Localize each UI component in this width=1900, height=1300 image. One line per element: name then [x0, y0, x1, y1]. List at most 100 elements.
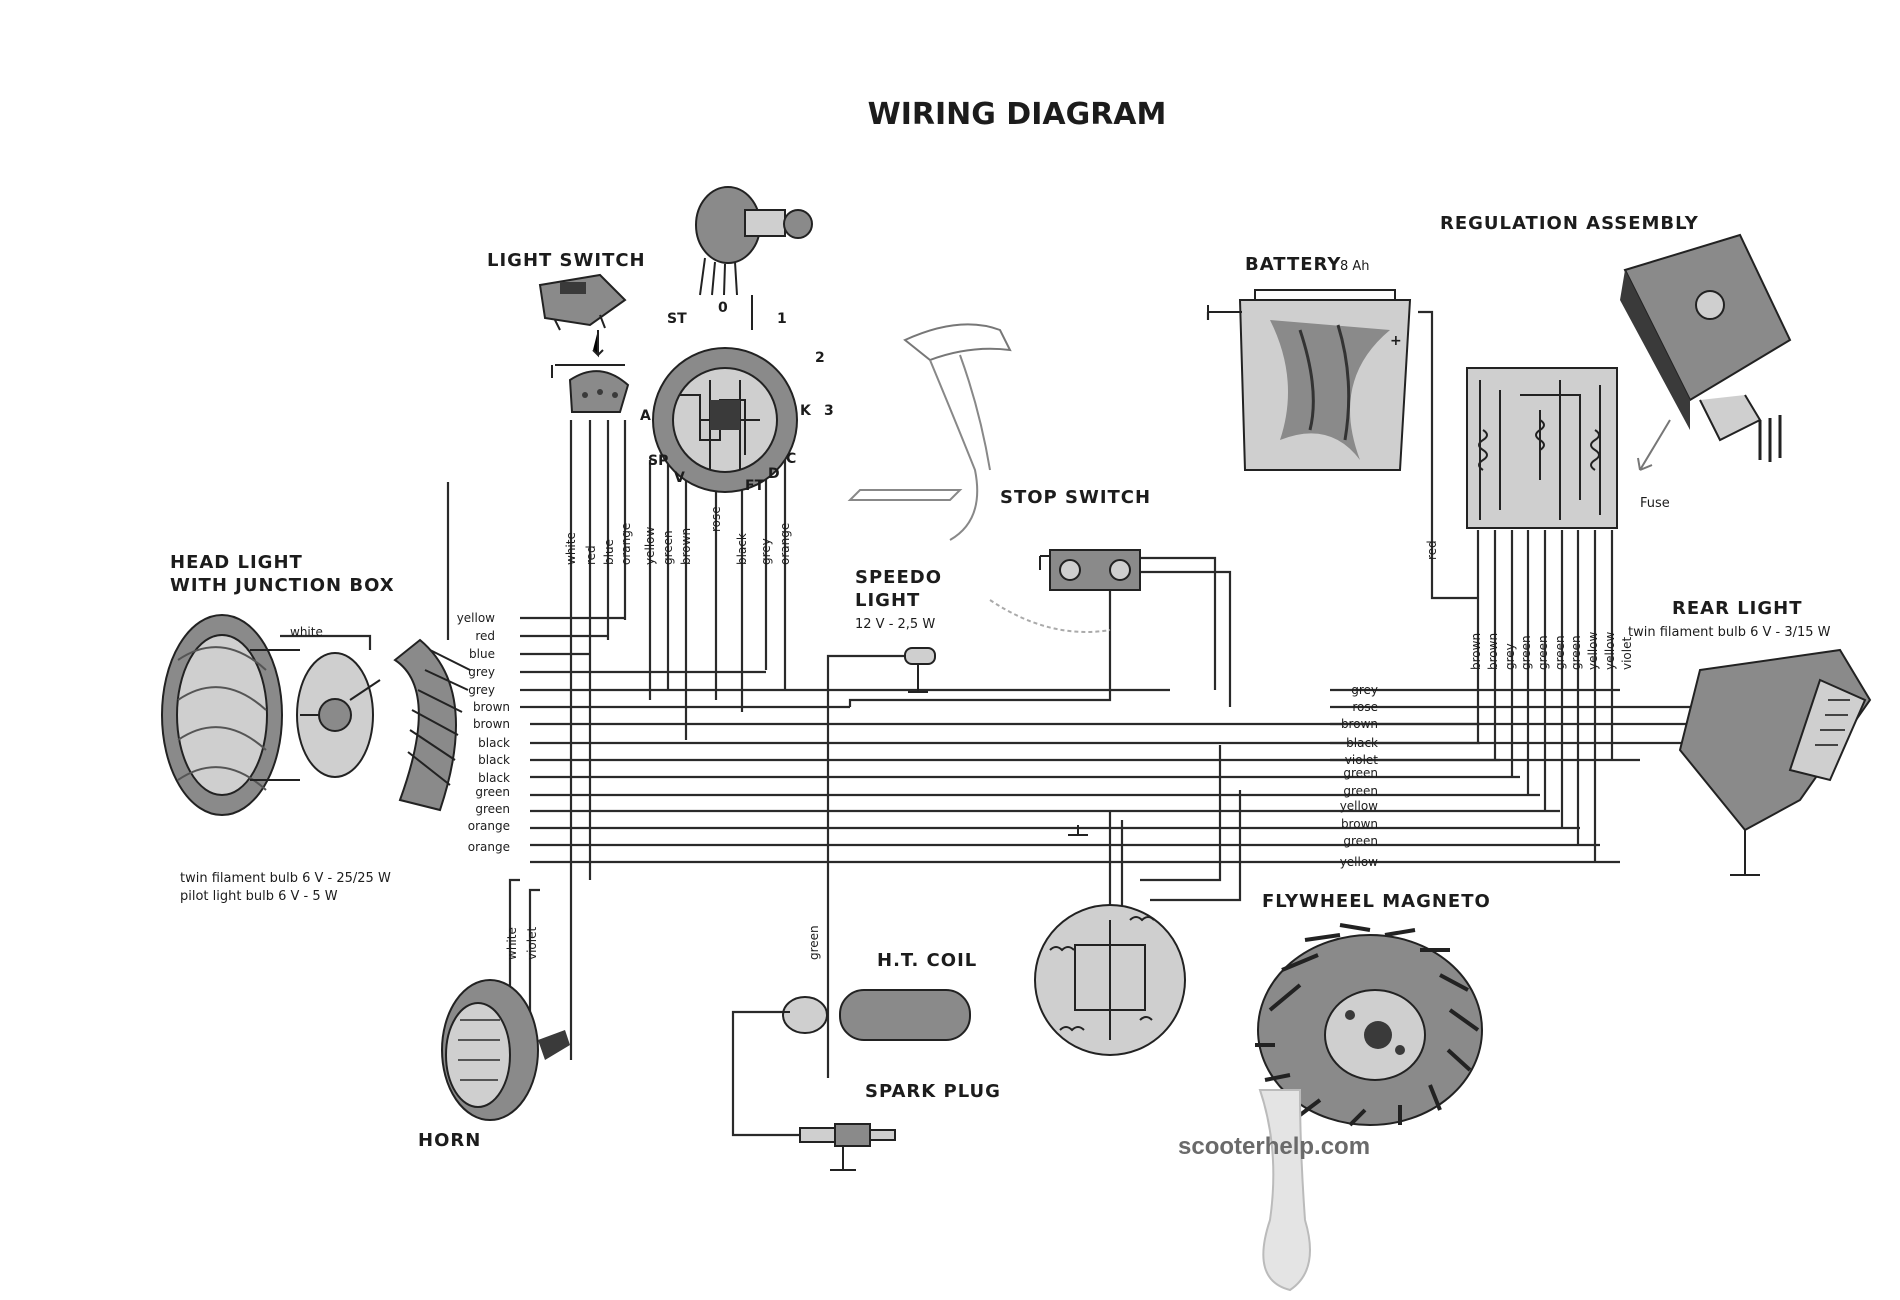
horn-name: HORN [418, 1130, 481, 1151]
wire-label: green [1569, 635, 1583, 670]
wire-label: brown [1341, 817, 1378, 831]
light-switch-wire-labels: white red blue orange [564, 523, 633, 565]
wire-label: brown [473, 717, 510, 731]
position-label: 0 [718, 300, 728, 316]
wire-label: green [475, 802, 510, 816]
ignition-switch-wire-labels: yellow green brown rose black grey orang… [643, 506, 792, 565]
wire-label: white [505, 927, 519, 960]
wire-label: brown [473, 700, 510, 714]
ignition-switch [652, 186, 813, 493]
wire-label: black [478, 771, 510, 785]
position-label: SP [648, 453, 668, 469]
wire-label: brown [679, 528, 693, 565]
battery-name: BATTERY [1245, 254, 1341, 275]
stop-switch-name: STOP SWITCH [1000, 487, 1151, 508]
wire-label: yellow [1340, 799, 1378, 813]
wire-label: red [475, 629, 495, 643]
rear-light [1678, 648, 1872, 876]
wire-label: black [735, 533, 749, 565]
wire-label: violet [1620, 637, 1634, 670]
spark-plug-name: SPARK PLUG [865, 1081, 1001, 1102]
wire-label: green [1553, 635, 1567, 670]
light-switch-name: LIGHT SWITCH [487, 250, 646, 271]
battery-plus-terminal: + [1390, 333, 1402, 349]
spark-plug [799, 1123, 896, 1171]
wire-label: grey [468, 683, 495, 697]
wire-label: green [807, 925, 821, 960]
wire-label: yellow [1603, 632, 1617, 670]
wire-label: yellow [643, 527, 657, 565]
wire-label: green [475, 785, 510, 799]
position-label: A [640, 408, 651, 424]
speedo-light-name-line1: SPEEDO [855, 567, 942, 588]
wire-label: black [478, 736, 510, 750]
wire-label: violet [525, 927, 539, 960]
position-label: FT [745, 478, 765, 494]
battery: + [1207, 289, 1412, 471]
wire-label: orange [468, 819, 510, 833]
wire-label: black [1346, 736, 1378, 750]
position-label: C [786, 451, 796, 467]
ht-coil [780, 989, 971, 1041]
position-label: 3 [824, 403, 834, 419]
headlight-name-line1: HEAD LIGHT [170, 552, 303, 573]
horn [441, 979, 570, 1121]
wire-label: blue [469, 647, 495, 661]
vespa-watermark-illustration [1258, 1089, 1311, 1292]
wire-label: blue [602, 539, 616, 565]
ignition-switch-position-labels: ST 0 1 2 3 K A SP V FT D C [640, 300, 834, 494]
wire-label: brown [1469, 633, 1483, 670]
wire-label: orange [778, 523, 792, 565]
headlight-spec-line2: pilot light bulb 6 V - 5 W [180, 889, 338, 904]
speedo-light-name-line2: LIGHT [855, 590, 920, 611]
wire-label: brown [1486, 633, 1500, 670]
headlight-with-junction-box [161, 614, 471, 816]
wire-label: grey [1503, 643, 1517, 670]
wire-label: white [564, 532, 578, 565]
position-label: 1 [777, 311, 787, 327]
wire-label: grey [1351, 683, 1378, 697]
regulator-board [1466, 367, 1618, 529]
diagram-title: WIRING DIAGRAM [868, 97, 1167, 132]
wire-label: black [478, 753, 510, 767]
wire-label: brown [1341, 717, 1378, 731]
wire-label: green [1343, 784, 1378, 798]
wire-label: green [1519, 635, 1533, 670]
wire-label: rose [1352, 700, 1378, 714]
wire-label: yellow [1586, 632, 1600, 670]
ht-coil-name: H.T. COIL [877, 950, 977, 971]
wire-label: red [584, 545, 598, 565]
wire-label: green [661, 530, 675, 565]
regulator-wire-labels: brown brown grey green green green green… [1469, 632, 1634, 670]
wire-label: orange [468, 840, 510, 854]
position-label: ST [667, 311, 687, 327]
position-label: 2 [815, 350, 825, 366]
right-bundle-labels: grey rose brown black violet green green… [1340, 683, 1379, 869]
stop-switch [1039, 549, 1141, 591]
wire-label: green [1536, 635, 1550, 670]
speedo-light-spec: 12 V - 2,5 W [855, 617, 935, 632]
watermark-text: scooterhelp.com [1178, 1133, 1370, 1160]
fuse-label: Fuse [1640, 496, 1670, 511]
speedo-light [904, 647, 936, 693]
wire-label: green [1343, 766, 1378, 780]
wire-label: green [1343, 834, 1378, 848]
light-switch [538, 273, 630, 413]
position-label: D [768, 466, 780, 482]
wire-label: yellow [457, 611, 495, 625]
wire-label: yellow [1340, 855, 1378, 869]
headlight-spec-line1: twin filament bulb 6 V - 25/25 W [180, 871, 391, 886]
wire-label: grey [468, 665, 495, 679]
wire-label: red [1425, 540, 1439, 560]
stator-plate [1034, 825, 1186, 1056]
brake-pedal-illustration [847, 323, 1111, 633]
headlight-name-line2: WITH JUNCTION BOX [170, 575, 395, 596]
rear-light-spec: twin filament bulb 6 V - 3/15 W [1628, 625, 1831, 640]
battery-spec: 8 Ah [1340, 259, 1370, 274]
flywheel-magneto [1255, 923, 1483, 1127]
position-label: K [800, 403, 812, 419]
wire-label: grey [759, 538, 773, 565]
flywheel-magneto-name: FLYWHEEL MAGNETO [1262, 891, 1491, 912]
wire-label: orange [619, 523, 633, 565]
